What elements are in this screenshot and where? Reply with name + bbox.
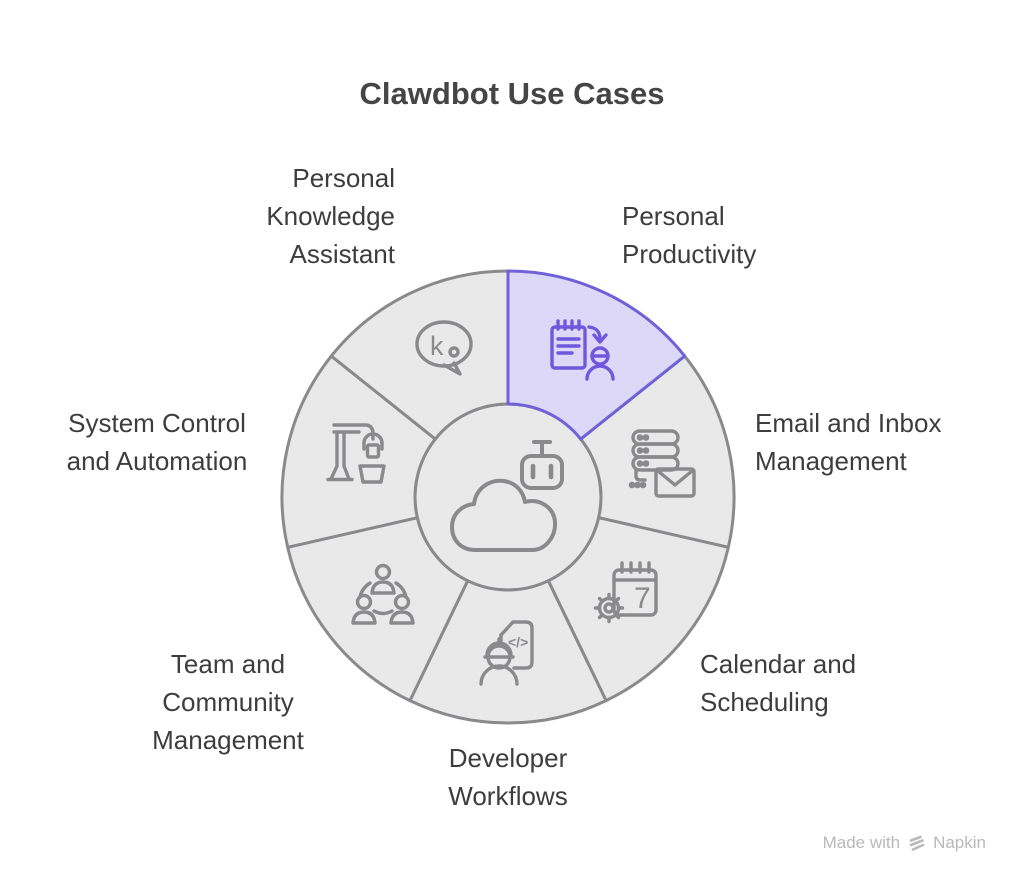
label-calendar-scheduling: Calendar and Scheduling [700,649,857,717]
napkin-logo-icon [909,835,925,851]
watermark-made-with: Made with [822,833,901,852]
calendar-gear-icon: 7 [590,557,670,637]
label-personal-knowledge-assistant: Personal Knowledge Assistant [266,163,395,269]
svg-text:</>: </> [508,634,528,650]
diagram-title: Clawdbot Use Cases [359,76,665,111]
code-document-engineer-icon: </> [465,613,545,693]
robotic-arm-icon [315,416,395,496]
cloud-shape [450,478,558,552]
svg-text:7: 7 [634,582,651,615]
chat-bubble-k-icon: k [404,308,484,388]
clawdbot-cloud-robot-icon [428,412,588,572]
robot-head [520,454,564,490]
segment-system-control-automation [280,354,437,549]
label-developer-workflows: Developer Workflows [448,743,568,811]
label-email-inbox-management: Email and Inbox Management [755,408,942,476]
label-personal-productivity: Personal Productivity [622,201,757,269]
segment-calendar-scheduling [546,516,730,703]
segment-email-inbox-management [579,354,736,549]
server-envelope-icon [623,423,703,503]
watermark-brand: Napkin [933,833,986,852]
label-system-control-automation: System Control and Automation [66,408,248,476]
segment-team-community-management [286,516,470,703]
svg-text:k: k [430,331,444,361]
made-with-napkin-watermark: Made with Napkin [823,833,986,853]
label-team-community-management: Team and Community Management [152,649,304,755]
notepad-person-arrow-icon [542,314,622,394]
people-network-icon [343,552,423,632]
